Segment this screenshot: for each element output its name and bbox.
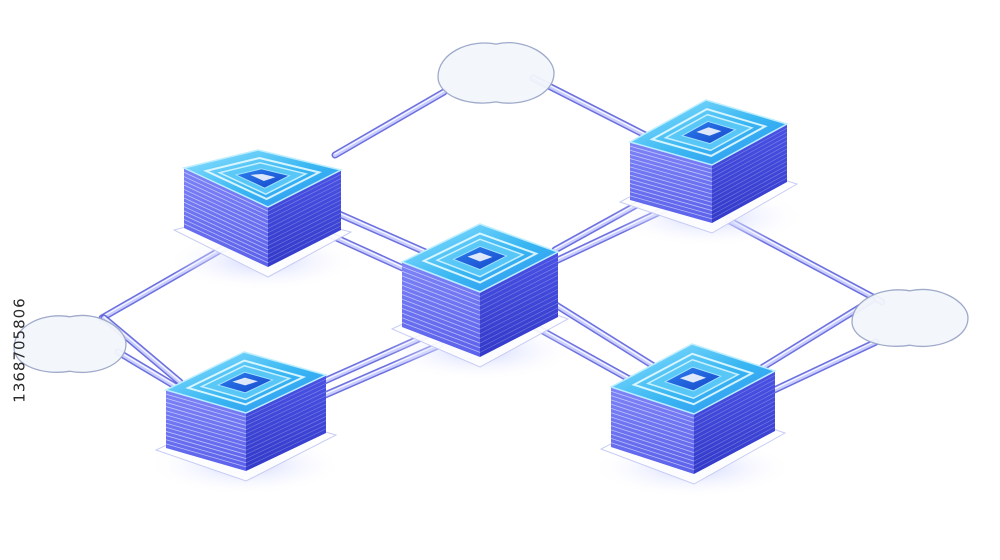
cloud-icon <box>13 314 127 373</box>
chip-icon <box>216 371 274 394</box>
chip-icon <box>663 366 723 392</box>
clouds-layer <box>13 42 969 373</box>
chip-icon <box>680 120 737 145</box>
cloud-right <box>851 288 969 348</box>
node-layers <box>401 256 559 353</box>
link-cloud-top-to-top-right <box>529 74 659 144</box>
node-layers <box>610 375 776 471</box>
nodes-layer <box>146 99 806 498</box>
node-top-left <box>165 149 360 291</box>
image-id-watermark: 1368705806 <box>6 210 34 490</box>
image-id-text: 1368705806 <box>11 297 29 403</box>
cloud-icon <box>437 42 555 104</box>
chip-icon <box>452 245 508 271</box>
node-layers <box>165 378 327 468</box>
node-layers <box>183 171 342 264</box>
cloud-left <box>13 314 127 373</box>
node-layers <box>629 127 788 220</box>
node-bottom-left <box>146 351 346 495</box>
link-cloud-right-to-bottom-right <box>751 296 880 396</box>
link-top-left-to-cloud-top <box>331 88 448 159</box>
cloud-icon <box>851 288 969 348</box>
node-bottom-right <box>591 343 795 498</box>
node-center <box>383 223 577 381</box>
node-top-right <box>611 99 806 247</box>
cloud-top <box>437 42 555 104</box>
chip-icon <box>234 168 291 189</box>
